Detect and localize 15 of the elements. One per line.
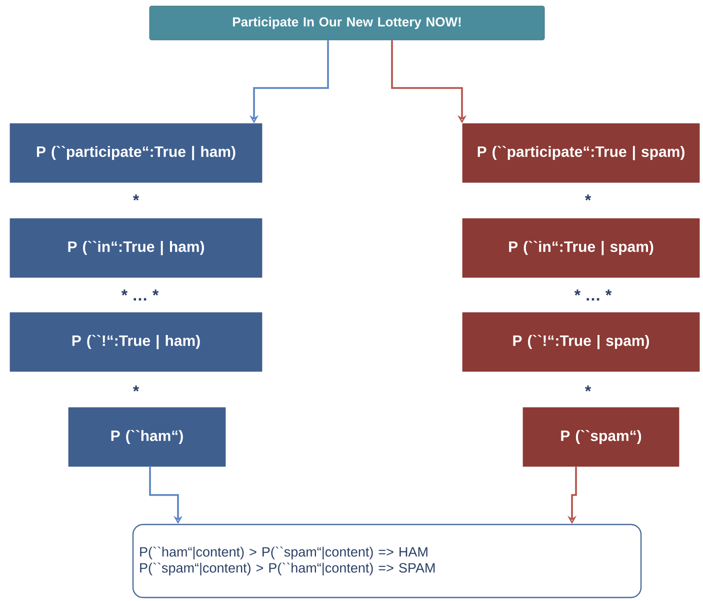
probability-box: P (``participate“:True | ham) bbox=[10, 123, 262, 183]
title-box: Participate In Our New Lottery NOW! bbox=[149, 6, 545, 40]
probability-box: P (``in“:True | spam) bbox=[462, 218, 700, 278]
probability-box: P (``ham“) bbox=[68, 407, 226, 467]
multiplication-sign: * bbox=[132, 194, 140, 200]
multiplication-sign: * … * bbox=[121, 290, 159, 300]
probability-box: P (``!“:True | spam) bbox=[462, 312, 700, 372]
multiplication-sign: * … * bbox=[574, 290, 612, 300]
multiplication-sign: * bbox=[584, 385, 592, 392]
probability-box: P (``participate“:True | spam) bbox=[462, 123, 700, 183]
multiplication-sign: * bbox=[132, 385, 140, 392]
probability-box: P (``!“:True | ham) bbox=[10, 312, 262, 372]
probability-box: P (``in“:True | ham) bbox=[10, 218, 262, 278]
probability-box: P (``spam“) bbox=[522, 407, 680, 467]
multiplication-sign: * bbox=[584, 194, 592, 200]
